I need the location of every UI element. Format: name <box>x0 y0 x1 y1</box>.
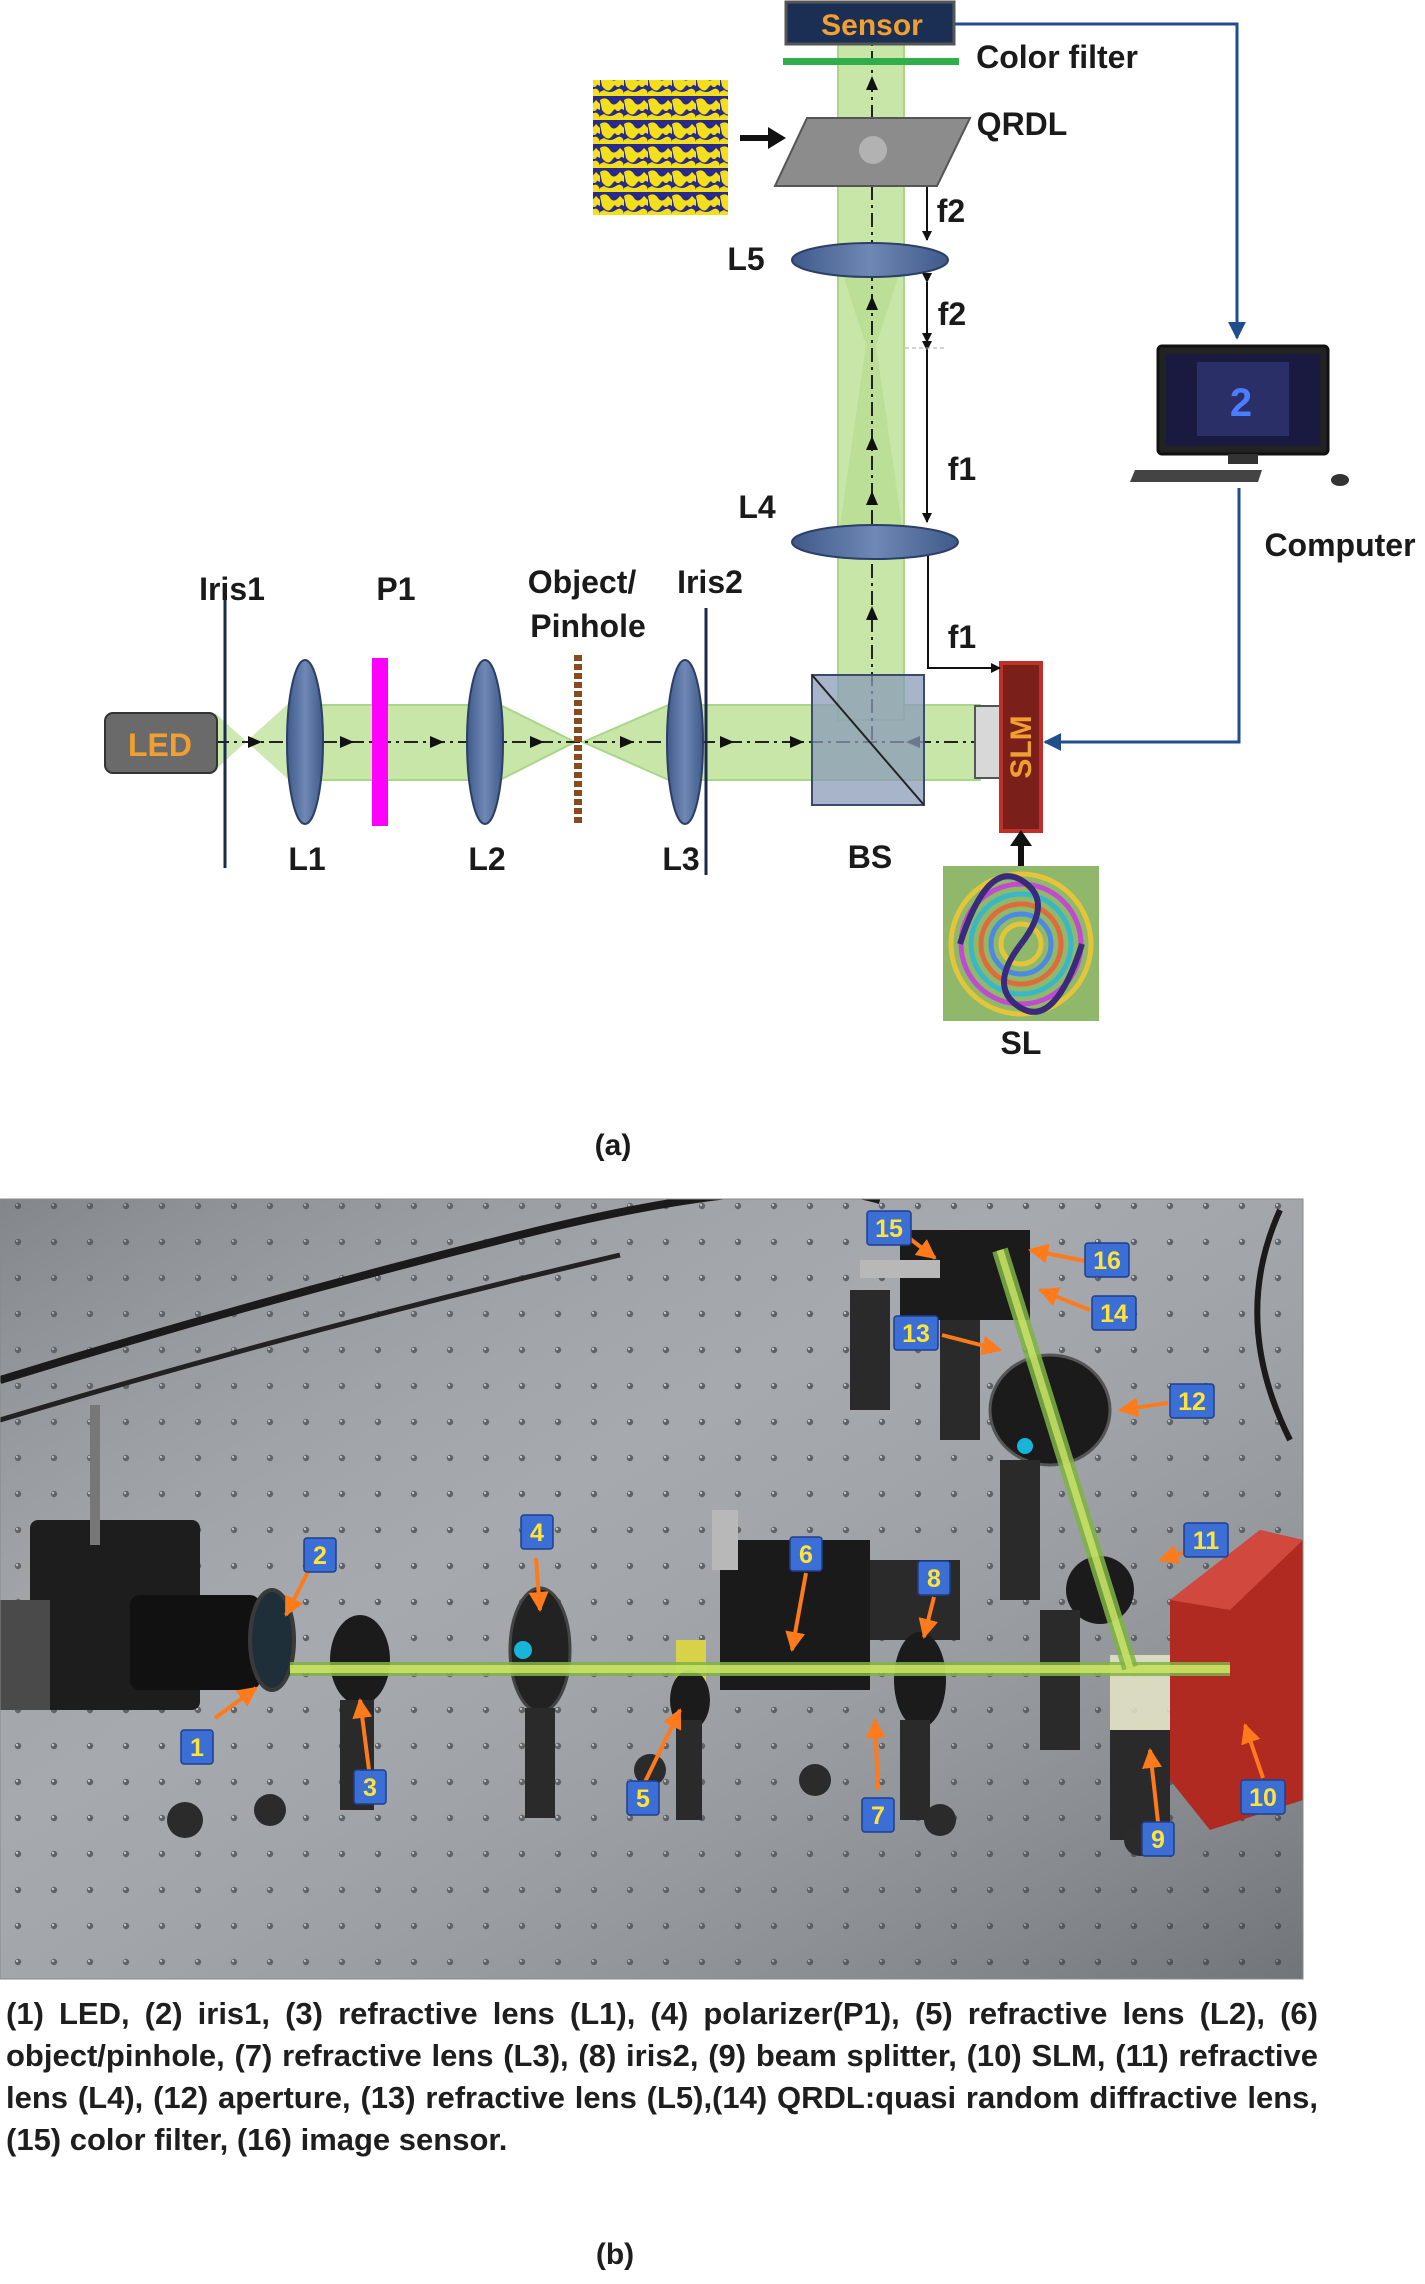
polarizer-p1-label: P1 <box>376 571 415 607</box>
lens-l2-label: L2 <box>468 841 505 877</box>
lens-l3 <box>667 660 703 824</box>
photo-marker-4: 4 <box>521 1515 553 1549</box>
panel-label-a: (a) <box>595 1129 632 1162</box>
computer-to-slm-connector <box>1045 488 1239 742</box>
photo-marker-label: 13 <box>902 1320 930 1348</box>
photo-marker-label: 5 <box>636 1785 650 1813</box>
photo-marker-12: 12 <box>1170 1384 1214 1418</box>
photo-marker-2: 2 <box>304 1538 336 1572</box>
photo-marker-label: 9 <box>1151 1826 1165 1854</box>
f2-upper-label: f2 <box>937 193 965 229</box>
photo-marker-label: 10 <box>1249 1784 1277 1812</box>
object-label-line1: Object/ <box>528 564 637 600</box>
photo-marker-6: 6 <box>790 1537 822 1571</box>
photo-marker-label: 12 <box>1178 1388 1206 1416</box>
f2-lower-label: f2 <box>938 296 966 332</box>
monitor-digit: 2 <box>1230 381 1252 425</box>
photo-marker-5: 5 <box>627 1781 659 1815</box>
photo-caption: (1) LED, (2) iris1, (3) refractive lens … <box>6 1993 1318 2161</box>
photo-marker-1: 1 <box>181 1730 213 1764</box>
panel-label-b: (b) <box>0 2238 1230 2272</box>
led-label: LED <box>128 727 192 763</box>
beam-splitter-cube <box>1110 1655 1180 1840</box>
photo-marker-label: 11 <box>1193 1527 1220 1555</box>
color-filter <box>783 58 959 65</box>
color-filter-label: Color filter <box>976 39 1138 75</box>
iris1-label: Iris1 <box>199 571 265 607</box>
polarizer-p1 <box>372 658 388 826</box>
photo-marker-3: 3 <box>354 1770 386 1804</box>
photo-marker-13: 13 <box>894 1316 938 1350</box>
slm-housing <box>975 706 1001 778</box>
qrdl-label: QRDL <box>977 106 1068 142</box>
qrdl-phase-pattern <box>593 80 728 215</box>
photo-marker-14: 14 <box>1092 1296 1136 1330</box>
f1-upper-label: f1 <box>948 451 976 487</box>
computer-label: Computer <box>1264 527 1415 563</box>
photo-marker-label: 14 <box>1100 1300 1128 1328</box>
photo-marker-10: 10 <box>1241 1780 1285 1814</box>
photo-marker-label: 8 <box>927 1565 941 1593</box>
photo-marker-label: 16 <box>1093 1247 1121 1275</box>
object-label-line2: Pinhole <box>530 608 646 644</box>
sensor-label: Sensor <box>821 9 923 42</box>
beam-splitter-label: BS <box>848 839 892 875</box>
photo-marker-label: 6 <box>799 1541 813 1569</box>
photo-marker-8: 8 <box>918 1561 950 1595</box>
computer-icon: 2 <box>1130 346 1349 486</box>
lens-l4-label: L4 <box>738 489 776 525</box>
lens-l2 <box>467 660 503 824</box>
lens-l4 <box>792 525 958 559</box>
photo-marker-11: 11 <box>1184 1523 1228 1557</box>
lens-l5-label: L5 <box>727 241 764 277</box>
photo-marker-7: 7 <box>862 1798 894 1832</box>
sl-spiral <box>951 874 1091 1014</box>
photo-marker-label: 3 <box>363 1774 377 1802</box>
slm-label: SLM <box>1005 715 1038 778</box>
photo-marker-label: 7 <box>871 1802 885 1830</box>
lens-l3-label: L3 <box>662 841 699 877</box>
f1-lower-label: f1 <box>948 619 976 655</box>
sl-label: SL <box>1001 1025 1042 1061</box>
iris2-label: Iris2 <box>677 564 743 600</box>
photo-marker-label: 2 <box>313 1542 327 1570</box>
lens-l5 <box>792 243 948 277</box>
photo-marker-9: 9 <box>1142 1822 1174 1856</box>
photo-marker-16: 16 <box>1085 1243 1129 1277</box>
photo-marker-label: 4 <box>530 1519 544 1547</box>
schematic-panel: LED Iris1 L1 P1 L2 Object/ Pinhole L3 Ir… <box>105 2 1416 1162</box>
lens-l1 <box>287 660 323 824</box>
photo-marker-label: 15 <box>875 1215 903 1243</box>
lens-l1-label: L1 <box>288 841 325 877</box>
photo-marker-15: 15 <box>867 1211 911 1245</box>
photo-marker-label: 1 <box>190 1734 204 1762</box>
